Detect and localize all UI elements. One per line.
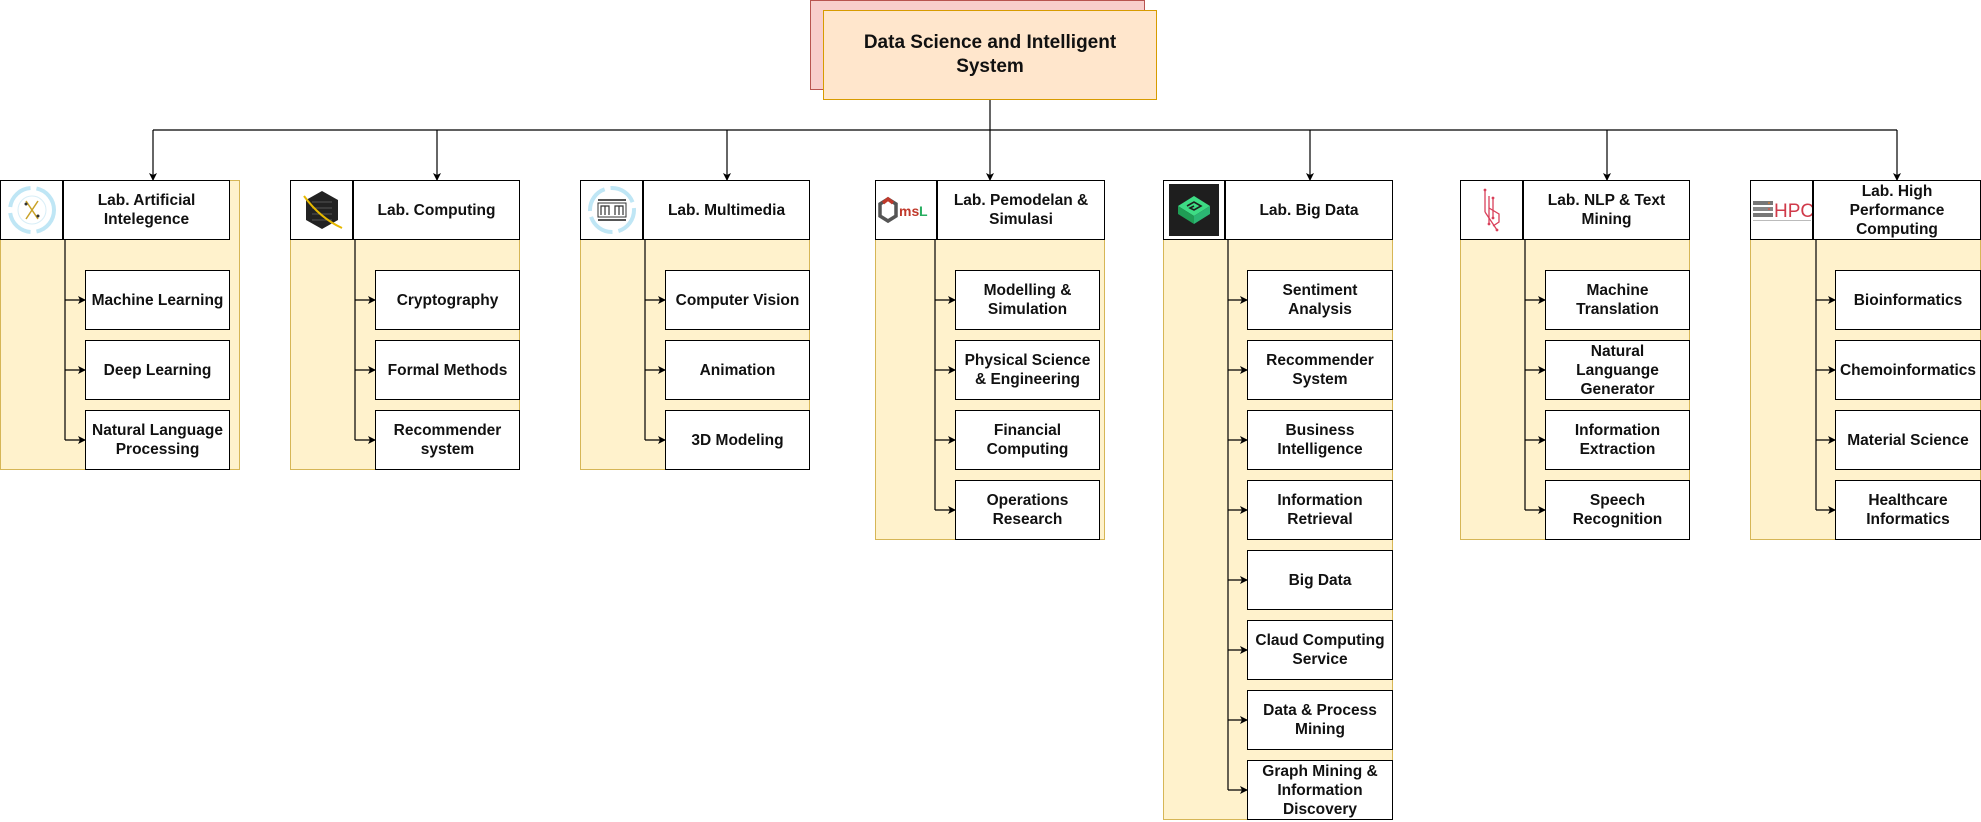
research-area-label: Machine Learning	[91, 291, 224, 309]
research-area-item: Modelling & Simulation	[955, 270, 1100, 330]
root-title: Data Science and Intelligent System	[863, 32, 1117, 77]
lab-title-text: Lab. Pemodelan & Simulasi	[953, 192, 1089, 228]
research-area-item: Information Retrieval	[1247, 480, 1393, 540]
research-area-label: Graph Mining & Information Discovery	[1262, 762, 1378, 818]
research-area-item: Big Data	[1247, 550, 1393, 610]
research-area-item: Operations Research	[955, 480, 1100, 540]
computing-lab-logo-icon	[290, 180, 353, 240]
research-area-item: Machine Translation	[1545, 270, 1690, 330]
lab-title-computing: Lab. Computing	[353, 180, 520, 240]
research-area-item: Deep Learning	[85, 340, 230, 400]
lab-title-text: Lab. Computing	[377, 201, 496, 219]
lab-title-nlp: Lab. NLP & Text Mining	[1523, 180, 1690, 240]
lab-title-text: Lab. NLP & Text Mining	[1547, 192, 1666, 228]
lab-title-text: Lab. Multimedia	[667, 201, 786, 219]
research-area-item: 3D Modeling	[665, 410, 810, 470]
research-area-item: Claud Computing Service	[1247, 620, 1393, 680]
svg-text:HPC: HPC	[1774, 201, 1812, 222]
research-area-label: Bioinformatics	[1853, 291, 1963, 309]
research-area-label: Claud Computing Service	[1255, 632, 1385, 668]
research-area-label: Formal Methods	[387, 361, 508, 379]
lab-title-multimedia: Lab. Multimedia	[643, 180, 810, 240]
nlp-lab-logo-icon	[1460, 180, 1523, 240]
research-area-item: Business Intelligence	[1247, 410, 1393, 470]
multimedia-lab-logo-icon	[580, 180, 643, 240]
research-area-item: Cryptography	[375, 270, 520, 330]
research-area-label: Machine Translation	[1576, 282, 1659, 318]
research-area-label: Recommender System	[1266, 352, 1374, 388]
research-area-item: Chemoinformatics	[1835, 340, 1981, 400]
research-area-label: Healthcare Informatics	[1866, 492, 1950, 528]
research-area-label: Animation	[699, 361, 776, 379]
research-area-item: Speech Recognition	[1545, 480, 1690, 540]
research-area-item: Graph Mining & Information Discovery	[1247, 760, 1393, 820]
research-area-label: Business Intelligence	[1277, 422, 1363, 458]
research-area-label: Information Extraction	[1574, 422, 1661, 458]
research-area-item: Formal Methods	[375, 340, 520, 400]
research-area-label: Big Data	[1288, 571, 1352, 589]
research-area-label: Information Retrieval	[1277, 492, 1363, 528]
svg-text:L: L	[919, 203, 928, 219]
root-node: Data Science and Intelligent System	[823, 10, 1157, 100]
big-data-lab-logo-icon	[1163, 180, 1225, 240]
research-area-label: Chemoinformatics	[1839, 361, 1977, 379]
research-area-item: Material Science	[1835, 410, 1981, 470]
research-area-label: Operations Research	[986, 492, 1069, 528]
research-area-item: Animation	[665, 340, 810, 400]
research-area-item: Physical Science & Engineering	[955, 340, 1100, 400]
research-area-label: Material Science	[1847, 431, 1969, 449]
research-area-label: Speech Recognition	[1572, 492, 1663, 528]
hpc-logo-icon: HPC	[1750, 180, 1813, 240]
research-area-label: Sentiment Analysis	[1282, 282, 1358, 318]
lab-title-text: Lab. Artificial Intelegence	[97, 192, 196, 228]
research-area-item: Recommender System	[1247, 340, 1393, 400]
svg-text:ms: ms	[899, 203, 919, 219]
research-area-label: Natural Languange Generator	[1576, 342, 1659, 398]
research-area-label: Computer Vision	[675, 291, 800, 309]
research-area-item: Financial Computing	[955, 410, 1100, 470]
research-area-label: Cryptography	[396, 291, 499, 309]
research-area-item: Healthcare Informatics	[1835, 480, 1981, 540]
research-area-label: Recommender system	[393, 422, 502, 458]
research-area-item: Natural Language Processing	[85, 410, 230, 470]
research-area-label: Financial Computing	[986, 422, 1069, 458]
research-area-label: Physical Science & Engineering	[964, 352, 1091, 388]
lab-title-pemodelan: Lab. Pemodelan & Simulasi	[937, 180, 1105, 240]
research-area-label: 3D Modeling	[691, 431, 784, 449]
research-area-item: Machine Learning	[85, 270, 230, 330]
research-area-label: Modelling & Simulation	[983, 282, 1072, 318]
research-area-item: Sentiment Analysis	[1247, 270, 1393, 330]
lab-title-hpc: Lab. High Performance Computing	[1813, 180, 1981, 240]
research-area-item: Computer Vision	[665, 270, 810, 330]
lab-title-bigdata: Lab. Big Data	[1225, 180, 1393, 240]
research-area-label: Data & Process Mining	[1263, 702, 1377, 738]
ai-lab-logo-icon	[0, 180, 63, 240]
research-area-label: Natural Language Processing	[92, 422, 223, 458]
research-area-item: Data & Process Mining	[1247, 690, 1393, 750]
lab-title-text: Lab. Big Data	[1259, 201, 1359, 219]
research-area-item: Recommender system	[375, 410, 520, 470]
lab-title-text: Lab. High Performance Computing	[1849, 182, 1945, 238]
research-area-label: Deep Learning	[103, 361, 212, 379]
research-area-item: Natural Languange Generator	[1545, 340, 1690, 400]
lab-title-ai: Lab. Artificial Intelegence	[63, 180, 230, 240]
